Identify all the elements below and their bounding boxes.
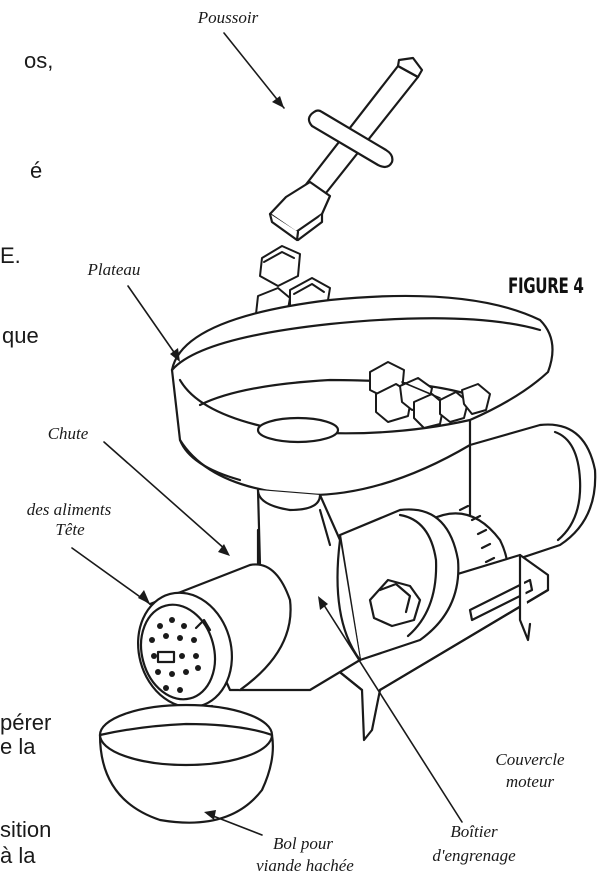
label-bol-line1: Bol pour bbox=[273, 834, 333, 853]
arrow-bol bbox=[207, 813, 263, 836]
gearbox bbox=[338, 508, 460, 662]
pusher-part bbox=[268, 56, 424, 242]
label-chute: Chute bbox=[47, 424, 89, 443]
bowl bbox=[98, 703, 274, 824]
grinding-plate bbox=[137, 591, 233, 718]
base bbox=[298, 553, 550, 742]
label-bol-line2: viande hachée bbox=[256, 856, 354, 875]
arrow-boitier bbox=[321, 601, 463, 823]
label-boitier-line1: Boîtier bbox=[450, 822, 498, 841]
callout-arrows bbox=[71, 32, 463, 836]
label-chute-line2: des aliments bbox=[26, 500, 112, 519]
label-couvercle-line2: moteur bbox=[505, 772, 555, 791]
label-couvercle-line1: Couvercle bbox=[495, 750, 565, 769]
clipped-text-e: é bbox=[30, 158, 43, 183]
label-boitier-line2: d'engrenage bbox=[432, 846, 516, 865]
clipped-text-os: os, bbox=[24, 48, 54, 73]
clipped-text-sition: sition bbox=[0, 817, 52, 842]
clipped-text-que: que bbox=[2, 323, 39, 348]
arrow-tray-chunks bbox=[401, 381, 441, 399]
clipped-text-a-la: à la bbox=[0, 843, 36, 868]
clipped-text-e-dot: E. bbox=[0, 243, 21, 268]
label-poussoir: Poussoir bbox=[197, 8, 259, 27]
arrow-poussoir bbox=[223, 32, 285, 109]
arrow-plateau bbox=[127, 285, 179, 359]
meat-chunk-group-tray bbox=[369, 361, 491, 429]
label-plateau: Plateau bbox=[87, 260, 141, 279]
label-tete: Tête bbox=[55, 520, 85, 539]
arrow-tete bbox=[71, 547, 151, 605]
clipped-text-perer: pérer bbox=[0, 710, 52, 735]
figure-title: FIGURE 4 bbox=[508, 274, 584, 298]
arrow-chute bbox=[103, 441, 227, 551]
clipped-text-e-la: e la bbox=[0, 734, 36, 759]
